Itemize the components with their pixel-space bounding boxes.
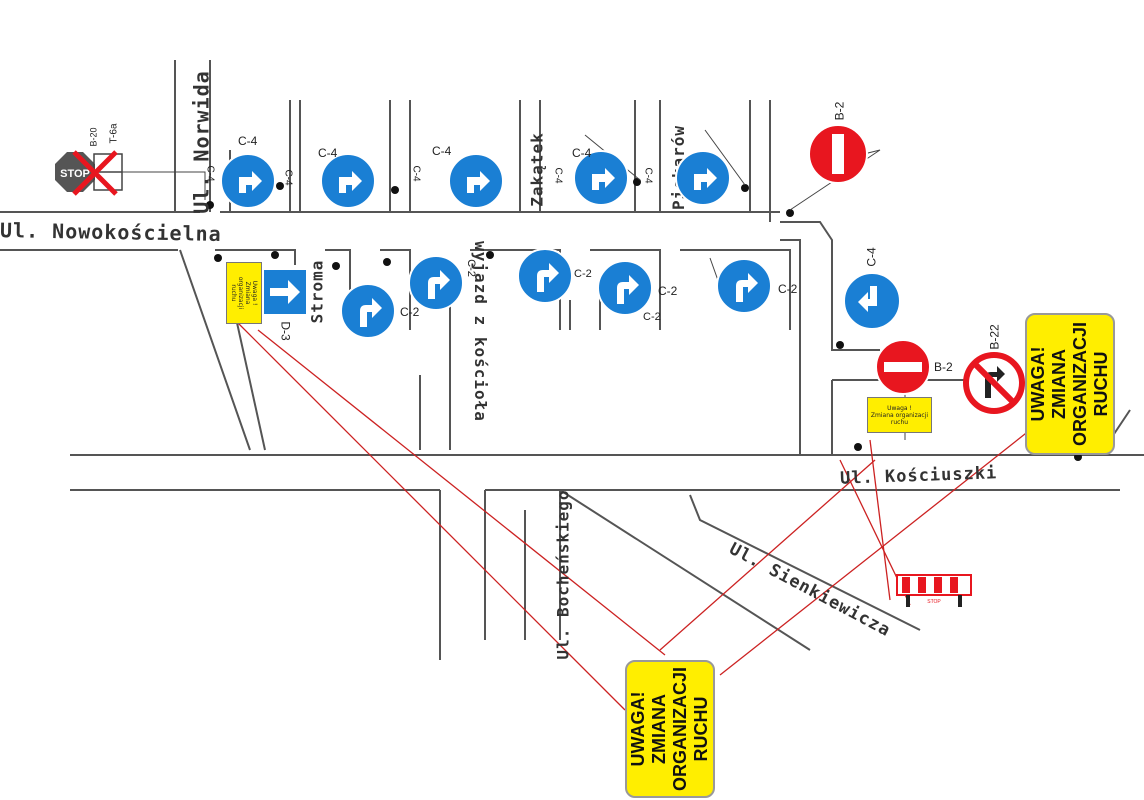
code-b2-right: B-2: [934, 360, 953, 374]
svg-text:STOP: STOP: [60, 168, 90, 180]
warning-board-right-text: UWAGA! ZMIANA ORGANIZACJI RUCHU: [1028, 321, 1112, 447]
no-entry-icon: [875, 339, 931, 395]
small-warning-right-text: Uwaga ! Zmiana organizacji ruchu: [870, 404, 929, 426]
small-warning-board-left: Uwaga ! Zmiana organizacji ruchu: [226, 262, 262, 324]
arrow-keep-right-icon: [517, 248, 573, 304]
warning-board-bottom: UWAGA! ZMIANA ORGANIZACJI RUCHU: [625, 660, 715, 798]
code-b22: B-22: [987, 324, 1002, 350]
code-b20: B-20: [88, 127, 99, 147]
c2-sign-1: [340, 283, 396, 343]
small-warning-left-text: Uwaga ! Zmiana organizacji ruchu: [230, 276, 258, 310]
code-c4-4b: C-4: [552, 167, 564, 184]
code-c4-1: C-4: [238, 134, 258, 148]
c4-sign-1: [220, 153, 276, 213]
street-nowokoscielna: Ul. Nowokościelna: [0, 218, 222, 246]
arrow-turn-right-icon: [675, 150, 731, 206]
street-bochenskiego: Ul. Bocheńskiego: [553, 489, 573, 660]
road-barrier-icon: STOP: [896, 574, 972, 607]
code-c4-3b: C-4: [410, 165, 422, 182]
c2-sign-2: [408, 255, 464, 315]
crossed-out-mark-icon: [70, 148, 126, 198]
code-c2-4b: C-2: [643, 311, 661, 323]
arrow-turn-right-icon: [320, 153, 376, 209]
b22-sign: [963, 352, 1025, 418]
warning-board-bottom-text: UWAGA! ZMIANA ORGANIZACJI RUCHU: [628, 666, 712, 792]
code-c2-5: C-2: [778, 282, 798, 296]
no-right-turn-icon: [963, 352, 1025, 414]
arrow-keep-right-icon: [597, 260, 653, 316]
code-c4-3: C-4: [432, 144, 452, 158]
code-c4-1b: C-4: [204, 165, 216, 182]
c2-sign-5: [716, 258, 772, 318]
code-c4-2: C-4: [318, 146, 338, 160]
c2-sign-3: [517, 248, 573, 308]
code-d3: D-3: [278, 321, 293, 341]
c4-sign-2: [320, 153, 376, 213]
arrow-keep-right-icon: [408, 255, 464, 311]
code-c2-3: C-2: [574, 268, 592, 280]
street-norwida: Ul. Norwida: [189, 70, 214, 214]
arrow-turn-right-icon: [448, 153, 504, 209]
b2-sign-right: [875, 339, 931, 399]
code-t6a: T-6a: [108, 123, 120, 144]
c4-left-sign: [843, 272, 901, 334]
no-entry-icon: [808, 124, 868, 184]
code-c4-right: C-4: [864, 247, 879, 267]
warning-board-right: UWAGA! ZMIANA ORGANIZACJI RUCHU: [1025, 313, 1115, 455]
b2-sign-top: [808, 124, 868, 188]
c2-sign-4: [597, 260, 653, 320]
one-way-icon: [262, 268, 308, 316]
code-c4-4: C-4: [572, 146, 592, 160]
code-c2-2: C-2: [464, 259, 477, 277]
arrow-keep-right-icon: [340, 283, 396, 339]
code-c2-1: C-2: [400, 305, 420, 319]
street-zakatek: Zakątek: [527, 132, 547, 207]
arrow-turn-left-icon: [843, 272, 901, 330]
arrow-turn-right-icon: [573, 150, 629, 206]
code-c4-2b: C-4: [282, 169, 294, 186]
code-c2-4: C-2: [658, 284, 678, 298]
c4-sign-4: [573, 150, 629, 210]
code-c4-5: C-4: [642, 167, 654, 184]
arrow-turn-right-icon: [220, 153, 276, 209]
street-stroma: Stroma: [307, 259, 327, 324]
arrow-keep-right-icon: [716, 258, 772, 314]
c4-sign-5: [675, 150, 731, 210]
barrier-label: STOP: [927, 599, 941, 605]
code-b2-top: B-2: [832, 101, 847, 121]
c4-sign-3: [448, 153, 504, 213]
d3-sign: [262, 268, 308, 320]
road-barrier: STOP: [896, 574, 972, 612]
small-warning-board-right: Uwaga ! Zmiana organizacji ruchu: [867, 397, 932, 433]
